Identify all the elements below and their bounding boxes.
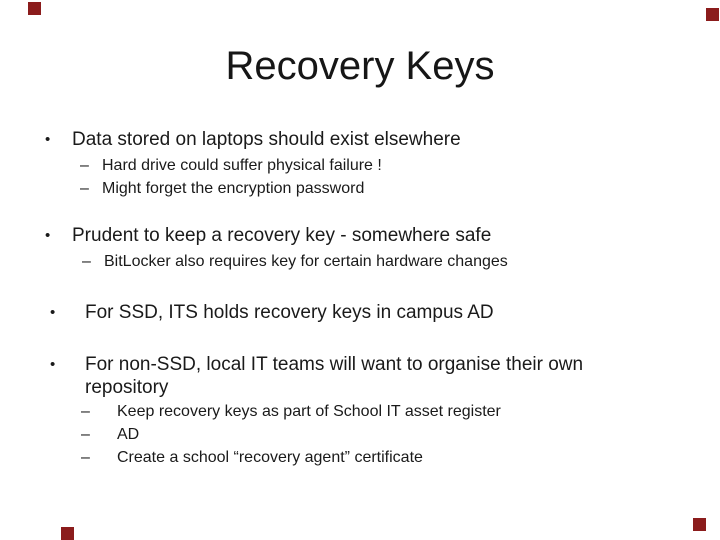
dash-icon: – <box>81 449 90 466</box>
bullet-item: • For non-SSD, local IT teams will want … <box>50 353 620 399</box>
bullet-item: • For SSD, ITS holds recovery keys in ca… <box>50 301 494 324</box>
sub-bullet-item: – Might forget the encryption password <box>80 178 364 199</box>
dash-icon: – <box>81 426 90 443</box>
bullet-icon: • <box>50 356 56 373</box>
bullet-text: For SSD, ITS holds recovery keys in camp… <box>85 302 494 323</box>
sub-bullet-text: AD <box>117 426 140 443</box>
bullet-text: For non-SSD, local IT teams will want to… <box>85 354 584 398</box>
corner-marker-top-right <box>706 8 719 21</box>
dash-icon: – <box>80 157 89 174</box>
bullet-item: • Prudent to keep a recovery key - somew… <box>45 224 491 247</box>
dash-icon: – <box>82 253 91 270</box>
bullet-text: Prudent to keep a recovery key - somewhe… <box>72 225 492 246</box>
sub-bullet-item: – AD <box>81 424 139 445</box>
sub-bullet-item: – Hard drive could suffer physical failu… <box>80 155 382 176</box>
sub-bullet-text: Hard drive could suffer physical failure… <box>102 157 382 174</box>
sub-bullet-item: – Create a school “recovery agent” certi… <box>81 447 423 468</box>
slide-title: Recovery Keys <box>225 44 495 88</box>
sub-bullet-text: BitLocker also requires key for certain … <box>104 253 508 270</box>
bullet-item: • Data stored on laptops should exist el… <box>45 128 461 151</box>
corner-marker-bottom-right <box>693 518 706 531</box>
sub-bullet-text: Might forget the encryption password <box>102 180 365 197</box>
dash-icon: – <box>81 403 90 420</box>
bullet-icon: • <box>50 304 56 321</box>
corner-marker-top-left <box>28 2 41 15</box>
sub-bullet-item: – BitLocker also requires key for certai… <box>82 251 508 272</box>
bullet-icon: • <box>45 131 51 148</box>
bullet-icon: • <box>45 227 51 244</box>
bullet-text: Data stored on laptops should exist else… <box>72 129 461 150</box>
sub-bullet-item: – Keep recovery keys as part of School I… <box>81 401 501 422</box>
corner-marker-bottom-left <box>61 527 74 540</box>
sub-bullet-text: Create a school “recovery agent” certifi… <box>117 449 423 466</box>
sub-bullet-text: Keep recovery keys as part of School IT … <box>117 403 501 420</box>
dash-icon: – <box>80 180 89 197</box>
